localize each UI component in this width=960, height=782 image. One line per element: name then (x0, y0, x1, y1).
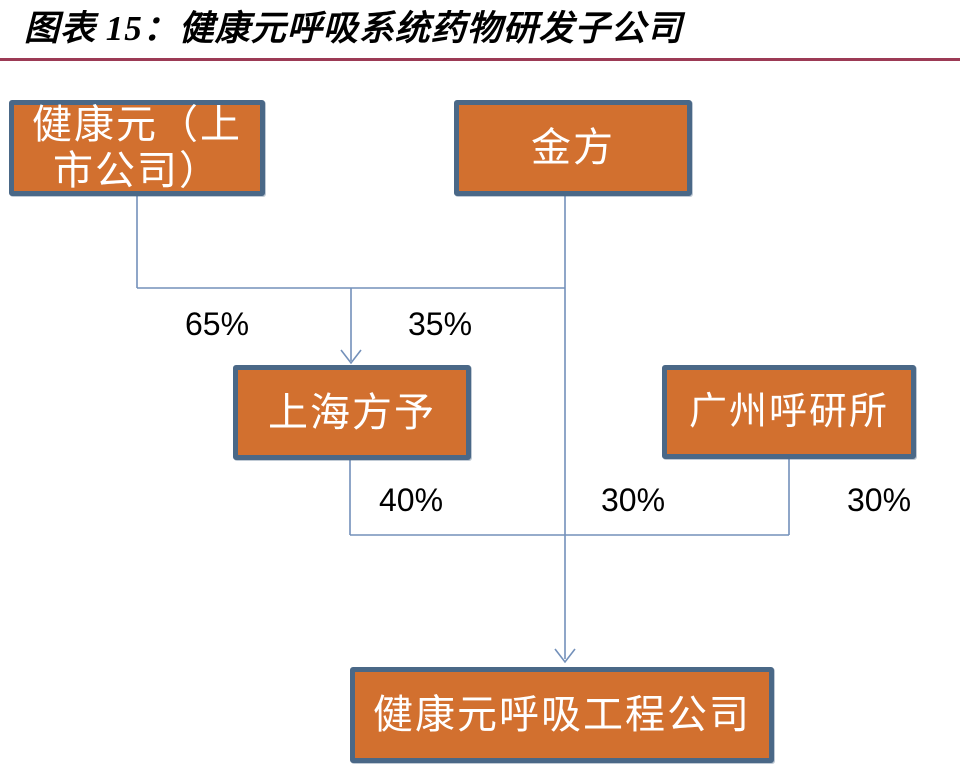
ownership-label-30-gzh: 30% (846, 482, 912, 518)
ownership-label-65: 65% (184, 306, 250, 342)
node-shanghai-fangyu: 上海方予 (233, 365, 471, 460)
ownership-label-40: 40% (378, 482, 444, 518)
ownership-label-35: 35% (407, 306, 473, 342)
connector-arrow-to-target (554, 648, 576, 664)
figure-title: 图表 15：健康元呼吸系统药物研发子公司 (24, 9, 683, 48)
connector-arrow-to-shfy (340, 288, 362, 365)
node-guangzhou-huyansuo: 广州呼研所 (662, 365, 916, 459)
node-jinfang: 金方 (454, 100, 692, 196)
arrowhead-shfy-icon (340, 349, 362, 365)
node-jiankangyuan-listed: 健康元（上市公司） (9, 100, 265, 196)
arrowhead-target-icon (554, 648, 576, 664)
node-jiankangyuan-respiratory-engineering: 健康元呼吸工程公司 (350, 667, 774, 763)
ownership-label-30-jinfang: 30% (600, 482, 666, 518)
title-underline-rule (0, 58, 960, 61)
